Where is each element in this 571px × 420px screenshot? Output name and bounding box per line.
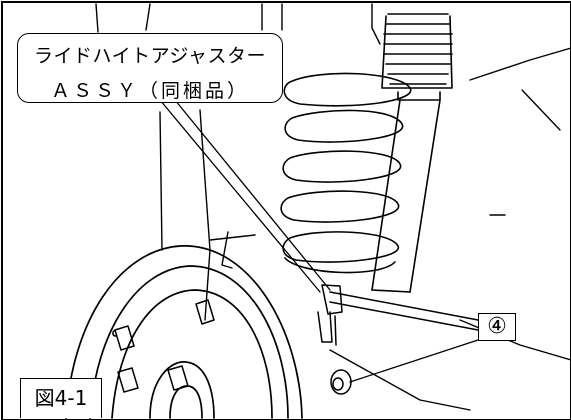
leader-lines <box>159 99 479 383</box>
brake-drum <box>65 245 303 419</box>
callout-part-note: ＡＳＳＹ（同梱品） <box>50 80 249 102</box>
adjuster-linkage <box>317 284 479 346</box>
wheel-studs <box>112 299 215 393</box>
item-number-marker: ④ <box>478 313 516 341</box>
shock-absorber <box>371 13 453 293</box>
figure-number-label: 図4‑1 <box>20 378 102 418</box>
adjuster-callout: ライドハイトアジャスター ＡＳＳＹ（同梱品） <box>17 33 283 103</box>
callout-part-name: ライドハイトアジャスター <box>34 45 266 67</box>
